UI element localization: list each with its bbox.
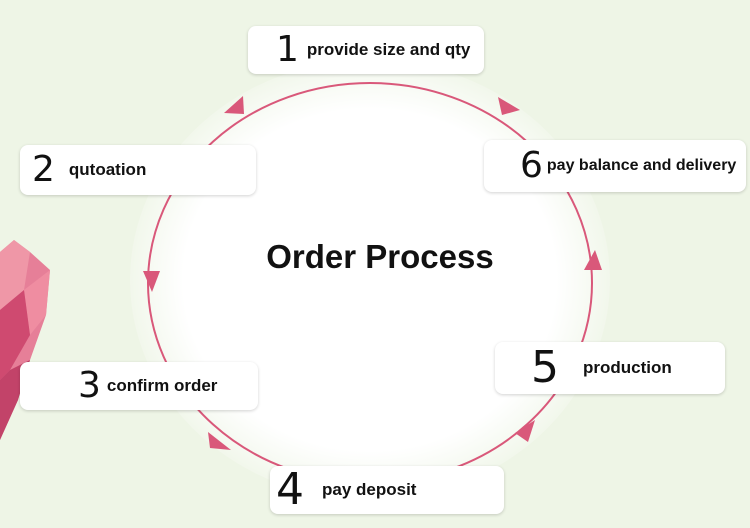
step-2-label: qutoation — [68, 160, 147, 179]
step-2-number: 2 — [32, 149, 55, 190]
step-3-label: confirm order — [106, 376, 218, 395]
step-5-box: 5 production — [495, 342, 725, 394]
step-5-label: production — [583, 358, 672, 377]
step-6-box: 6 pay balance and delivery — [484, 140, 746, 192]
step-4-number: 4 — [276, 464, 304, 515]
step-1-box: 1 provide size and qty — [248, 26, 484, 74]
arrow-4-to-5 — [515, 420, 535, 442]
diagram-title: Order Process — [266, 238, 494, 275]
arrow-6-to-1 — [498, 97, 520, 115]
arrow-3-to-4 — [208, 432, 231, 450]
step-1-number: 1 — [276, 29, 299, 70]
step-6-number: 6 — [520, 145, 543, 186]
step-4-label: pay deposit — [322, 480, 417, 499]
step-5-number: 5 — [531, 342, 559, 393]
decorative-shape — [0, 240, 50, 440]
arrow-1-to-2 — [224, 96, 244, 114]
arrow-2-to-3 — [143, 271, 160, 292]
step-3-box: 3 confirm order — [20, 362, 258, 410]
step-2-box: 2 qutoation — [20, 145, 256, 195]
arrow-5-to-6 — [584, 250, 602, 270]
step-6-label: pay balance and delivery — [546, 157, 737, 174]
step-1-label: provide size and qty — [306, 40, 471, 59]
step-4-box: 4 pay deposit — [270, 466, 504, 514]
step-3-number: 3 — [78, 365, 101, 406]
